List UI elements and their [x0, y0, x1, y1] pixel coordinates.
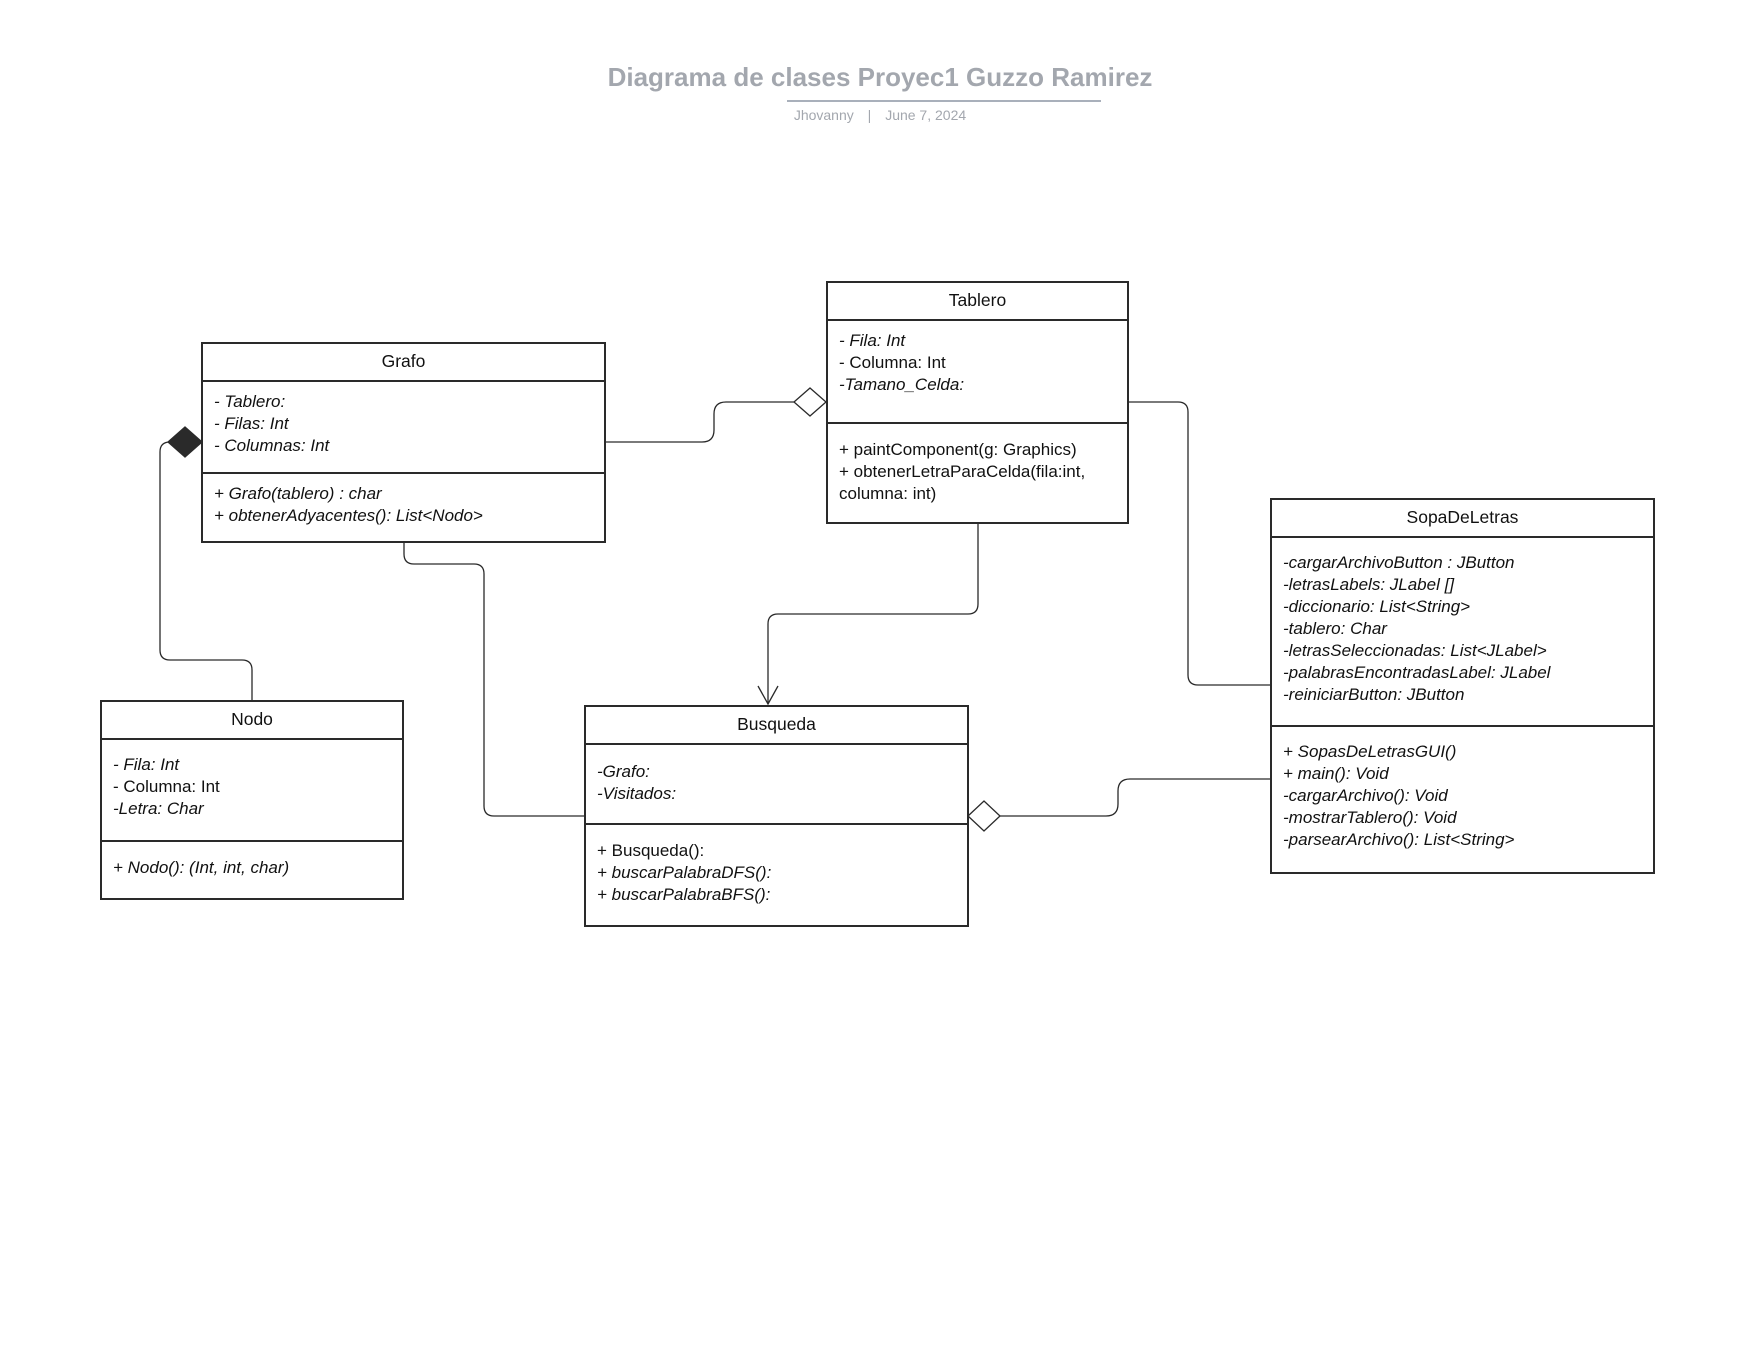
method: -mostrarTablero(): Void [1283, 808, 1457, 827]
attribute: - Fila: Int [839, 331, 906, 350]
attribute: - Columnas: Int [214, 436, 330, 455]
methods-section: + Busqueda(): + buscarPalabraDFS(): + bu… [586, 825, 967, 906]
methods-section: + SopasDeLetrasGUI() + main(): Void -car… [1272, 727, 1653, 851]
attribute: -Visitados: [597, 784, 677, 803]
method: + Busqueda(): [597, 841, 705, 860]
edge-nodo-grafo [159, 441, 253, 700]
edge-sopadeletras-busqueda [1000, 778, 1270, 817]
class-busqueda[interactable]: Busqueda -Grafo: -Visitados: + Busqueda(… [584, 705, 969, 927]
method: + Nodo(): (Int, int, char) [113, 858, 290, 877]
class-name: Busqueda [586, 707, 967, 745]
date-label: June 7, 2024 [885, 107, 967, 123]
attributes-section: - Fila: Int - Columna: Int -Letra: Char [102, 740, 402, 842]
arrowhead-busqueda [757, 685, 779, 706]
edge-grafo-tablero [606, 401, 794, 443]
attribute: - Fila: Int [113, 755, 180, 774]
attribute: - Columna: Int [113, 777, 220, 796]
class-name: Grafo [203, 344, 604, 382]
method: -parsearArchivo(): List<String> [1283, 830, 1515, 849]
methods-section: + paintComponent(g: Graphics) + obtenerL… [828, 424, 1127, 505]
method: + obtenerLetraParaCelda(fila:int, [839, 462, 1086, 481]
method: columna: int) [839, 484, 937, 503]
diagram-meta: Jhovanny | June 7, 2024 [0, 107, 1760, 123]
method: + SopasDeLetrasGUI() [1283, 742, 1457, 761]
diagram-title: Diagrama de clases Proyec1 Guzzo Ramirez [607, 62, 1153, 92]
meta-separator: | [867, 107, 872, 123]
attribute: - Tablero: [214, 392, 286, 411]
attribute: - Columna: Int [839, 353, 946, 372]
aggregation-diamond-tablero [793, 387, 827, 417]
class-nodo[interactable]: Nodo - Fila: Int - Columna: Int -Letra: … [100, 700, 404, 900]
edge-grafo-busqueda [403, 543, 584, 817]
edge-tablero-busqueda [767, 524, 979, 704]
attribute: -tablero: Char [1283, 619, 1387, 638]
attributes-section: - Fila: Int - Columna: Int -Tamano_Celda… [828, 321, 1127, 424]
methods-section: + Nodo(): (Int, int, char) [102, 842, 402, 879]
methods-section: + Grafo(tablero) : char + obtenerAdyacen… [203, 474, 604, 527]
composition-diamond-grafo [167, 426, 203, 458]
attributes-section: -Grafo: -Visitados: [586, 745, 967, 825]
attribute: -letrasLabels: JLabel [] [1283, 575, 1455, 594]
attribute: -letrasSeleccionadas: List<JLabel> [1283, 641, 1547, 660]
attributes-section: -cargarArchivoButton : JButton -letrasLa… [1272, 538, 1653, 727]
class-name: Tablero [828, 283, 1127, 321]
attribute: -Letra: Char [113, 799, 204, 818]
class-tablero[interactable]: Tablero - Fila: Int - Columna: Int -Tama… [826, 281, 1129, 524]
class-name: Nodo [102, 702, 402, 740]
class-grafo[interactable]: Grafo - Tablero: - Filas: Int - Columnas… [201, 342, 606, 543]
method: + Grafo(tablero) : char [214, 484, 382, 503]
attributes-section: - Tablero: - Filas: Int - Columnas: Int [203, 382, 604, 474]
method: + main(): Void [1283, 764, 1389, 783]
author-label: Jhovanny [793, 107, 854, 123]
aggregation-diamond-busqueda [967, 800, 1001, 832]
class-name: SopaDeLetras [1272, 500, 1653, 538]
method: -cargarArchivo(): Void [1283, 786, 1448, 805]
attribute: -reiniciarButton: JButton [1283, 685, 1465, 704]
attribute: -diccionario: List<String> [1283, 597, 1471, 616]
attribute: - Filas: Int [214, 414, 289, 433]
attribute: -Grafo: [597, 762, 650, 781]
edge-tablero-sopadeletras [1128, 401, 1270, 686]
method: + buscarPalabraDFS(): [597, 863, 772, 882]
method: + paintComponent(g: Graphics) [839, 440, 1077, 459]
attribute: -Tamano_Celda: [839, 375, 965, 394]
method: + buscarPalabraBFS(): [597, 885, 771, 904]
attribute: -palabrasEncontradasLabel: JLabel [1283, 663, 1551, 682]
title-underline [787, 100, 1101, 102]
class-sopadeletras[interactable]: SopaDeLetras -cargarArchivoButton : JBut… [1270, 498, 1655, 874]
attribute: -cargarArchivoButton : JButton [1283, 553, 1515, 572]
method: + obtenerAdyacentes(): List<Nodo> [214, 506, 483, 525]
